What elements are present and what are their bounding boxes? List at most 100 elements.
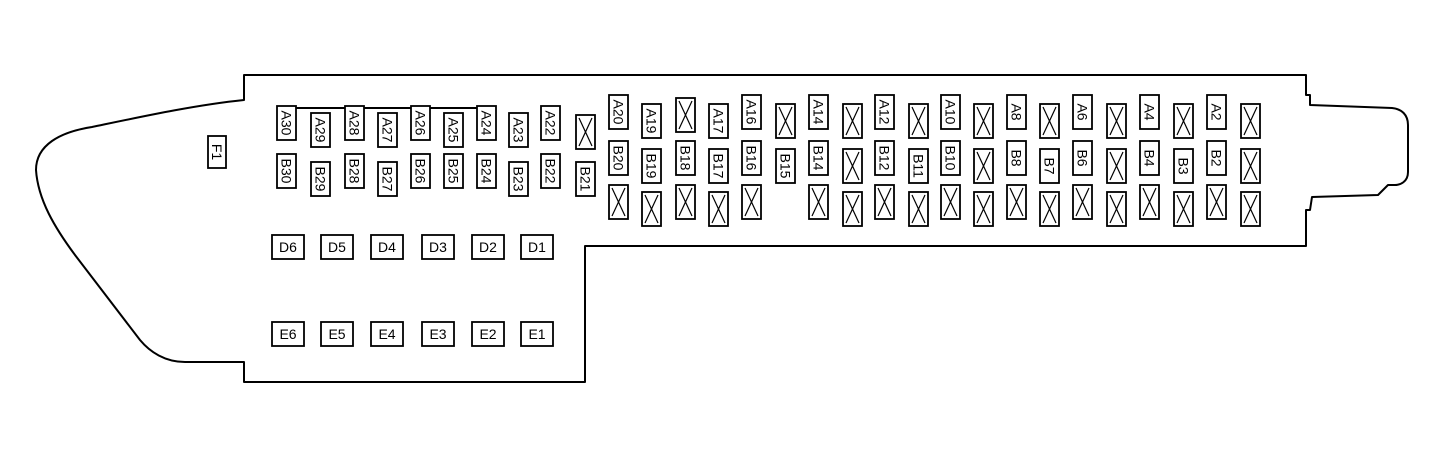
- empty-fuse-slot-10[interactable]: [1240, 103, 1261, 139]
- empty-fuse-slot-7[interactable]: [1039, 103, 1060, 139]
- empty-fuse-slot-32[interactable]: [1206, 184, 1227, 220]
- fuse-a30[interactable]: A30: [276, 105, 297, 141]
- empty-fuse-slot-8[interactable]: [1106, 103, 1127, 139]
- fuse-b2[interactable]: B2: [1206, 140, 1227, 176]
- fuse-b26[interactable]: B26: [410, 153, 431, 189]
- relay-d4[interactable]: D4: [370, 234, 404, 260]
- fuse-a10-label: A10: [943, 100, 959, 125]
- fuse-b29[interactable]: B29: [310, 161, 331, 197]
- empty-fuse-slot-16[interactable]: [641, 191, 662, 227]
- empty-fuse-slot-4[interactable]: [842, 103, 863, 139]
- empty-fuse-slot-14[interactable]: [1240, 148, 1261, 184]
- relay-e1[interactable]: E1: [520, 321, 554, 347]
- relay-e2[interactable]: E2: [471, 321, 505, 347]
- fuse-b18[interactable]: B18: [675, 140, 696, 176]
- empty-fuse-slot-13[interactable]: [1106, 148, 1127, 184]
- fuse-a14[interactable]: A14: [808, 94, 829, 130]
- fuse-a26[interactable]: A26: [410, 105, 431, 141]
- fuse-b28-label: B28: [347, 159, 363, 184]
- fuse-b12[interactable]: B12: [874, 140, 895, 176]
- fuse-a27[interactable]: A27: [377, 112, 398, 148]
- fuse-a6[interactable]: A6: [1072, 94, 1093, 130]
- fuse-b23[interactable]: B23: [508, 161, 529, 197]
- relay-e5-label: E5: [328, 326, 345, 342]
- fuse-b10[interactable]: B10: [940, 140, 961, 176]
- empty-fuse-slot-26[interactable]: [1006, 184, 1027, 220]
- relay-d6[interactable]: D6: [271, 234, 305, 260]
- fuse-a20[interactable]: A20: [608, 94, 629, 130]
- empty-fuse-slot-3[interactable]: [775, 103, 796, 139]
- relay-d3[interactable]: D3: [421, 234, 455, 260]
- slot-cross-mark: [877, 187, 892, 217]
- fuse-a8[interactable]: A8: [1006, 94, 1027, 130]
- empty-fuse-slot-17[interactable]: [675, 184, 696, 220]
- fuse-a17[interactable]: A17: [708, 103, 729, 139]
- relay-f1[interactable]: F1: [207, 135, 227, 169]
- slot-cross-mark: [1243, 151, 1258, 181]
- empty-fuse-slot-5[interactable]: [908, 103, 929, 139]
- fuse-a22[interactable]: A22: [540, 105, 561, 141]
- empty-fuse-slot-1[interactable]: [575, 114, 596, 150]
- fuse-a25[interactable]: A25: [443, 112, 464, 148]
- fuse-b28[interactable]: B28: [344, 153, 365, 189]
- relay-d1-label: D1: [528, 239, 546, 255]
- empty-fuse-slot-28[interactable]: [1072, 184, 1093, 220]
- fuse-a19[interactable]: A19: [641, 103, 662, 139]
- fuse-b30[interactable]: B30: [276, 153, 297, 189]
- fuse-b14[interactable]: B14: [808, 140, 829, 176]
- empty-fuse-slot-15[interactable]: [608, 184, 629, 220]
- fuse-b3[interactable]: B3: [1173, 148, 1194, 184]
- empty-fuse-slot-21[interactable]: [842, 191, 863, 227]
- fuse-a4[interactable]: A4: [1139, 94, 1160, 130]
- empty-fuse-slot-19[interactable]: [741, 184, 762, 220]
- fuse-b25[interactable]: B25: [443, 153, 464, 189]
- empty-fuse-slot-23[interactable]: [908, 191, 929, 227]
- fuse-b8[interactable]: B8: [1006, 140, 1027, 176]
- fuse-b6[interactable]: B6: [1072, 140, 1093, 176]
- fuse-a2[interactable]: A2: [1206, 94, 1227, 130]
- relay-d5[interactable]: D5: [320, 234, 354, 260]
- empty-fuse-slot-30[interactable]: [1139, 184, 1160, 220]
- empty-fuse-slot-2[interactable]: [675, 97, 696, 133]
- fuse-b21[interactable]: B21: [575, 161, 596, 197]
- relay-d2[interactable]: D2: [471, 234, 505, 260]
- fuse-a10[interactable]: A10: [940, 94, 961, 130]
- relay-e5[interactable]: E5: [320, 321, 354, 347]
- empty-fuse-slot-24[interactable]: [940, 184, 961, 220]
- empty-fuse-slot-18[interactable]: [708, 191, 729, 227]
- empty-fuse-slot-11[interactable]: [842, 148, 863, 184]
- fuse-a23[interactable]: A23: [508, 112, 529, 148]
- empty-fuse-slot-12[interactable]: [973, 148, 994, 184]
- empty-fuse-slot-22[interactable]: [874, 184, 895, 220]
- empty-fuse-slot-6[interactable]: [973, 103, 994, 139]
- fuse-a16[interactable]: A16: [741, 94, 762, 130]
- fuse-a6-label: A6: [1075, 103, 1091, 120]
- empty-fuse-slot-31[interactable]: [1173, 191, 1194, 227]
- fuse-a24[interactable]: A24: [476, 105, 497, 141]
- fuse-b27[interactable]: B27: [377, 161, 398, 197]
- fuse-b16[interactable]: B16: [741, 140, 762, 176]
- fuse-b15[interactable]: B15: [775, 148, 796, 184]
- fuse-b3-label: B3: [1176, 157, 1192, 174]
- fuse-a12[interactable]: A12: [874, 94, 895, 130]
- fuse-a28[interactable]: A28: [344, 105, 365, 141]
- fuse-b22[interactable]: B22: [540, 153, 561, 189]
- fuse-b7[interactable]: B7: [1039, 148, 1060, 184]
- relay-e3[interactable]: E3: [421, 321, 455, 347]
- relay-d1[interactable]: D1: [520, 234, 554, 260]
- fuse-b19[interactable]: B19: [641, 148, 662, 184]
- fuse-b17[interactable]: B17: [708, 148, 729, 184]
- empty-fuse-slot-25[interactable]: [973, 191, 994, 227]
- empty-fuse-slot-27[interactable]: [1039, 191, 1060, 227]
- empty-fuse-slot-29[interactable]: [1106, 191, 1127, 227]
- relay-e6[interactable]: E6: [271, 321, 305, 347]
- fuse-b4[interactable]: B4: [1139, 140, 1160, 176]
- empty-fuse-slot-20[interactable]: [808, 184, 829, 220]
- empty-fuse-slot-33[interactable]: [1240, 191, 1261, 227]
- fuse-b11[interactable]: B11: [908, 148, 929, 184]
- fuse-a29[interactable]: A29: [310, 112, 331, 148]
- relay-e4[interactable]: E4: [370, 321, 404, 347]
- empty-fuse-slot-9[interactable]: [1173, 103, 1194, 139]
- fuse-b20[interactable]: B20: [608, 140, 629, 176]
- fuse-b24[interactable]: B24: [476, 153, 497, 189]
